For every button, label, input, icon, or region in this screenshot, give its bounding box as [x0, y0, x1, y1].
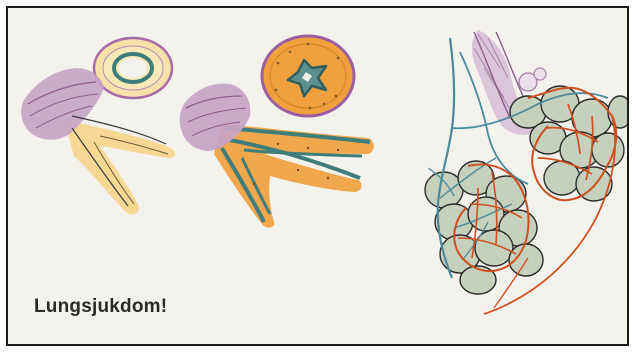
healthy-airway-cross-section-icon	[94, 38, 172, 98]
inflamed-airway-cross-section-icon	[262, 36, 354, 116]
alveoli-cluster-icon	[425, 30, 629, 314]
slide-frame: Lungsjukdom!	[6, 6, 629, 346]
slide-caption: Lungsjukdom!	[34, 296, 167, 318]
